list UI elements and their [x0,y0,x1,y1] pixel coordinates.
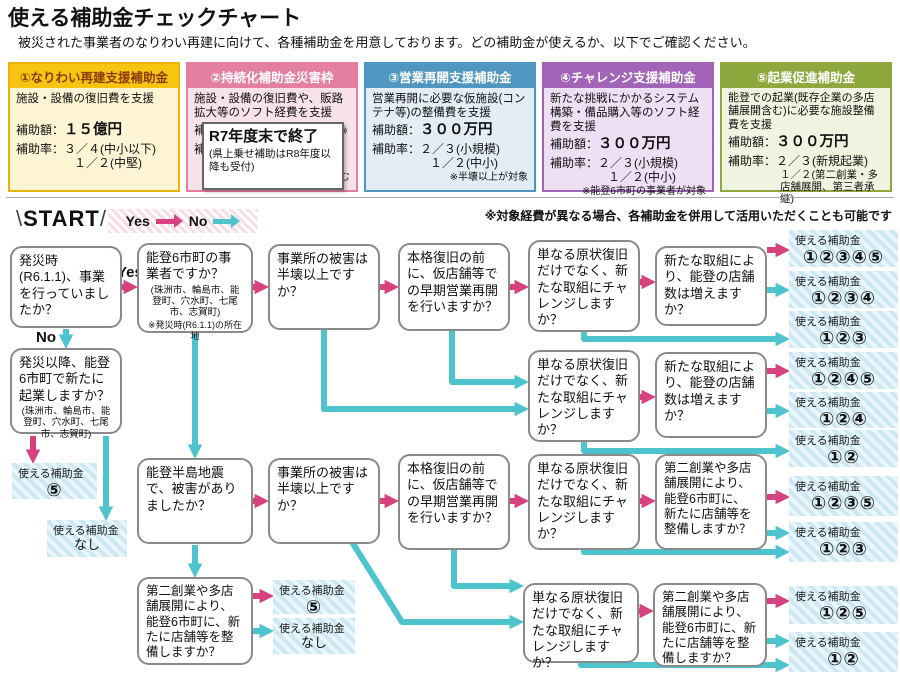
node-new-stores-2: 第二創業や多店舗展開により、能登6市町に、新たに店舗等を整備しますか？ [653,583,767,667]
subsidy-card-2-desc: 施設・設備の復旧費や、販路拡大等のソフト経費を支援 [194,93,344,120]
legend-no-label: No [188,213,208,229]
node-note-text: ※発災時(R6.1.1)の所在地 [147,319,243,341]
node-sub-text: (珠洲市、輪島市、能登町、穴水町、七尾市、志賀町) [150,284,240,319]
rate-line: 補助率：２／３(新規起業) [728,153,868,168]
rate-line: １／２(中堅) [74,156,142,171]
page-title: 使える補助金チェックチャート [8,7,302,30]
node-early-reopen-2: 本格復旧の前に、仮店舗等での早期営業再開を行いますか？ [398,454,510,550]
node-quake-damage: 能登半島地震で、被害がありましたか？ [137,458,253,544]
subsidy-card-2: ②持続化補助金災害枠 施設・設備の復旧費や、販路拡大等のソフト経費を支援 補助額… [186,62,358,192]
ended-notice: R7年度末で終了 (県上乗せ補助はR8年度以降も受付) [202,122,344,190]
subsidy-card-3-desc: 営業再開に必要な仮施設(コンテナ等)の整備費を支援 [372,93,526,120]
rate-line: 補助率：３／４(中小以下) [16,141,156,156]
card-note: ※能登6市町の事業者が対象 [582,185,706,197]
subsidy-card-4-desc: 新たな挑戦にかかるシステム構築・備品購入等のソフト経費を支援 [550,93,700,134]
rate-line: 補助率：２／３(小規模) [550,155,678,170]
subsidy-card-1: ①なりわい再建支援補助金 施設・設備の復旧費を支援 補助額：１５億円 補助率：３… [8,62,180,192]
yes-branch-label: Yes [117,264,143,281]
start-slash-right: / [99,206,107,231]
subsidy-card-1-desc: 施設・設備の復旧費を支援 [16,93,154,105]
subsidy-card-5-desc: 能登での起業(既存企業の多店舗展開含む)に必要な施設整備費を支援 [728,92,875,131]
result-none-left: 使える補助金なし [47,520,127,557]
combination-note: ※対象経費が異なる場合、各補助金を併用して活用いただくことも可能です [484,209,892,223]
rate-line: １／２(第二創業・多店舗展開、第三者承継) [780,168,878,205]
node-early-reopen-1: 本格復旧の前に、仮店舗等での早期営業再開を行いますか？ [398,243,510,331]
no-arrow-e1-f2 [449,331,529,390]
node-damage-half-1: 事業所の被害は半壊以上ですか？ [268,244,380,330]
ended-notice-sub: (県上乗せ補助はR8年度以降も受付) [209,148,331,174]
node-store-increase-1: 新たな取組により、能登の店舗数は増えますか？ [655,246,767,326]
node-sub-text: (珠洲市、輪島市、能登町、穴水町、七尾市、志賀町) [21,405,111,440]
result-none-bottom: 使える補助金なし [273,618,355,654]
no-arrow-d1-f2 [321,330,529,417]
legend-yes-label: Yes [125,213,150,229]
amount-label: 補助額： [550,137,599,152]
section-divider [6,197,894,198]
rate-line: 補助率：２／３(小規模) [372,141,500,156]
subsidy-card-3-title: ③営業再開支援補助金 [366,64,534,88]
amount-value: １５億円 [64,122,123,138]
node-damage-half-2: 事業所の被害は半壊以上ですか？ [268,458,380,544]
amount-value: ３００万円 [420,122,493,139]
no-arrow-icon [213,218,232,224]
subsidy-card-4: ④チャレンジ支援補助金 新たな挑戦にかかるシステム構築・備品購入等のソフト経費を… [542,62,714,197]
card-note: ※半壊以上が対象 [449,171,528,183]
start-slash-left: \ [16,206,24,231]
rate-line: １／２(中小) [608,170,676,185]
no-branch-label: No [36,329,56,346]
amount-value: ３００万円 [598,136,671,153]
subsidy-card-4-title: ④チャレンジ支援補助金 [544,64,712,88]
node-challenge-4: 単なる原状復旧だけでなく、新たな取組にチャレンジしますか？ [523,583,639,670]
node-challenge-1: 単なる原状復旧だけでなく、新たな取組にチャレンジしますか？ [528,240,640,332]
node-noto6-business: 能登6市町の事業者ですか？(珠洲市、輪島市、能登町、穴水町、七尾市、志賀町)※発… [137,243,253,341]
no-arrow-e3-f4 [451,548,524,594]
rate-line: １／２(中小) [430,156,498,171]
amount-label: 補助額： [372,123,421,138]
subsidy-card-1-title: ①なりわい再建支援補助金 [10,64,178,88]
amount-label: 補助額： [16,123,65,137]
amount-label: 補助額： [728,135,777,150]
node-challenge-3: 単なる原状復旧だけでなく、新たな取組にチャレンジしますか？ [528,454,640,550]
page-subtitle: 被災された事業者のなりわい再建に向けて、各種補助金を用意しております。どの補助金… [18,35,756,50]
subsidy-card-2-title: ②持続化補助金災害枠 [188,64,356,88]
node-new-startup: 発災以降、能登6市町で新たに起業しますか？(珠洲市、輪島市、能登町、穴水町、七尾… [10,348,122,440]
no-arrow-d3-f4 [349,540,524,630]
no-arrow-f2-r6 [581,440,790,459]
subsidy-card-3: ③営業再開支援補助金 営業再開に必要な仮施設(コンテナ等)の整備費を支援 補助額… [364,62,536,192]
ended-notice-title: R7年度末で終了 [209,128,319,145]
yes-arrow-icon [155,218,174,224]
amount-value: ３００万円 [776,134,849,151]
legend: Yes No [108,209,258,233]
node-challenge-2: 単なる原状復旧だけでなく、新たな取組にチャレンジしますか？ [528,350,640,442]
node-second-business: 第二創業や多店舗展開により、能登6市町に、新たに店舗等を整備しますか？ [137,577,253,665]
no-arrow-f1-r3 [581,330,790,347]
start-label: \START/ [16,206,107,232]
start-text: START [23,206,100,231]
node-store-increase-2: 新たな取組により、能登の店舗数は増えますか？ [655,352,767,438]
node-operating-at-disaster: 発災時(R6.1.1)、事業を行っていましたか？ [10,246,122,328]
subsidy-card-5: ⑤起業促進補助金 能登での起業(既存企業の多店舗展開含む)に必要な施設整備費を支… [720,62,892,205]
node-new-stores-1: 第二創業や多店舗展開により、能登6市町に、新たに店舗等を整備しますか？ [655,454,767,550]
subsidy-card-5-title: ⑤起業促進補助金 [722,64,890,88]
